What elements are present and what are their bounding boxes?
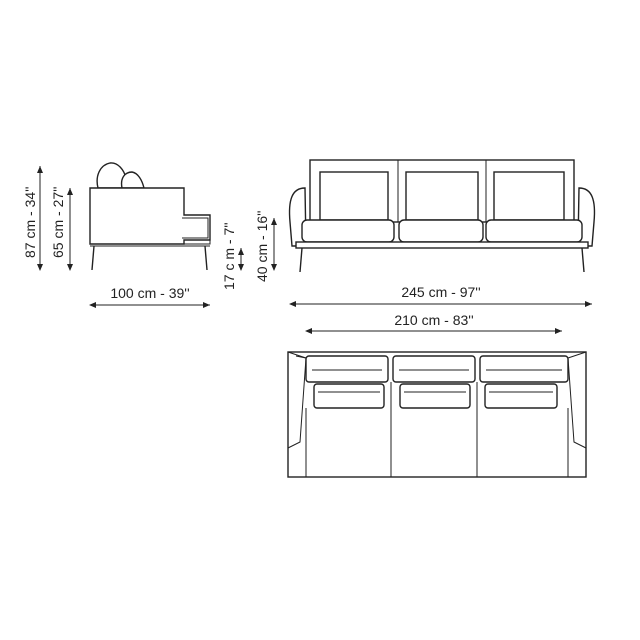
leg-height-label: 17 c m - 7'': [221, 222, 237, 290]
seat-height-label: 40 cm - 16'': [254, 211, 270, 282]
inner-width-label: 210 cm - 83'': [394, 312, 473, 328]
backrest-height-label: 65 cm - 27'': [50, 187, 66, 258]
front-view: [288, 159, 596, 273]
total-height-label: 87 cm - 34'': [22, 187, 38, 258]
total-width-label: 245 cm - 97'': [401, 284, 480, 300]
top-view: [287, 351, 587, 478]
depth-label: 100 cm - 39'': [110, 285, 189, 301]
front-dimensions: [289, 301, 592, 334]
side-dimensions: [37, 166, 277, 308]
side-view: [89, 162, 211, 271]
